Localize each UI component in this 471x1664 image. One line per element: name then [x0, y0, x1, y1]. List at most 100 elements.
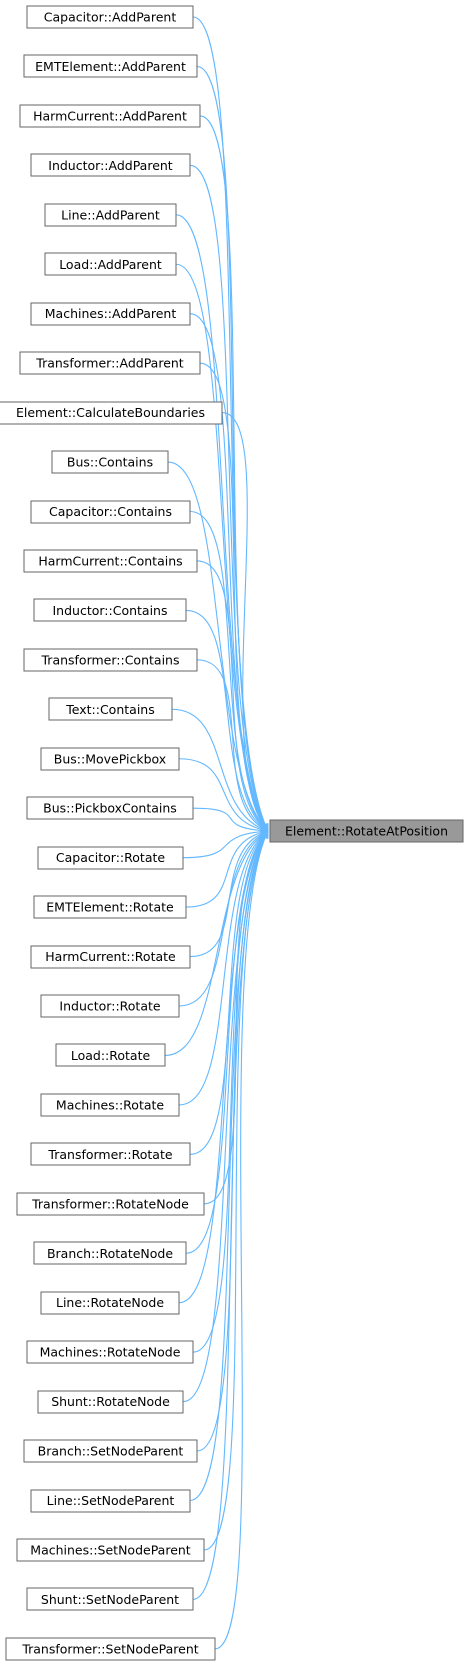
caller-node-box — [23, 54, 198, 78]
caller-node-label: Line::RotateNode — [56, 1295, 164, 1310]
caller-node-branch-setnodeparent[interactable]: Branch::SetNodeParent — [23, 1439, 198, 1463]
caller-node-box — [44, 203, 177, 227]
caller-node-label: Transformer::SetNodeParent — [21, 1641, 198, 1656]
caller-node-box — [19, 104, 201, 128]
edge-load-rotate — [164, 830, 269, 1056]
caller-node-box — [30, 1142, 191, 1166]
caller-node-label: Element::CalculateBoundaries — [16, 405, 205, 420]
caller-node-text-contains[interactable]: Text::Contains — [48, 697, 173, 721]
caller-node-load-rotate[interactable]: Load::Rotate — [55, 1043, 166, 1067]
caller-node-transformer-rotatenode[interactable]: Transformer::RotateNode — [16, 1192, 205, 1216]
caller-node-label: Machines::Rotate — [56, 1097, 164, 1112]
caller-node-label: HarmCurrent::Rotate — [45, 949, 176, 964]
edge-bus-movepickbox — [178, 758, 269, 834]
caller-node-machines-rotate[interactable]: Machines::Rotate — [40, 1093, 180, 1117]
caller-node-box — [40, 1291, 180, 1315]
caller-node-emtelement-addparent[interactable]: EMTElement::AddParent — [23, 54, 198, 78]
caller-node-box — [23, 549, 198, 573]
caller-node-label: Shunt::RotateNode — [51, 1394, 170, 1409]
caller-node-box — [51, 450, 169, 474]
caller-node-transformer-addparent[interactable]: Transformer::AddParent — [19, 351, 201, 375]
edge-bus-pickboxcontains — [192, 807, 269, 835]
caller-node-transformer-contains[interactable]: Transformer::Contains — [23, 648, 198, 672]
edge-element-calculateboundaries — [221, 412, 269, 832]
caller-node-label: Load::AddParent — [59, 257, 162, 272]
caller-node-label: Text::Contains — [65, 702, 154, 717]
caller-node-box — [16, 1538, 205, 1562]
caller-node-shunt-rotatenode[interactable]: Shunt::RotateNode — [37, 1390, 184, 1414]
caller-node-inductor-addparent[interactable]: Inductor::AddParent — [30, 153, 191, 177]
caller-node-label: HarmCurrent::AddParent — [33, 108, 187, 123]
caller-node-machines-setnodeparent[interactable]: Machines::SetNodeParent — [16, 1538, 205, 1562]
caller-node-element-calculateboundaries[interactable]: Element::CalculateBoundaries — [0, 401, 223, 425]
edge-transformer-setnodeparent — [214, 830, 269, 1650]
caller-node-label: Machines::SetNodeParent — [30, 1542, 191, 1557]
caller-node-capacitor-contains[interactable]: Capacitor::Contains — [30, 500, 191, 524]
caller-node-box — [16, 1192, 205, 1216]
caller-node-inductor-contains[interactable]: Inductor::Contains — [33, 598, 187, 622]
target-node-label: Element::RotateAtPosition — [285, 824, 448, 839]
edge-machines-rotate — [178, 830, 269, 1106]
caller-node-box — [30, 1489, 191, 1513]
caller-node-machines-rotatenode[interactable]: Machines::RotateNode — [26, 1340, 194, 1364]
caller-node-machines-addparent[interactable]: Machines::AddParent — [30, 302, 191, 326]
caller-node-label: Load::Rotate — [71, 1048, 151, 1063]
caller-node-label: Branch::SetNodeParent — [38, 1444, 184, 1459]
caller-node-label: Machines::RotateNode — [40, 1345, 181, 1360]
caller-node-harmcurrent-addparent[interactable]: HarmCurrent::AddParent — [19, 104, 201, 128]
caller-node-box — [40, 747, 180, 771]
caller-node-label: EMTElement::Rotate — [46, 900, 174, 915]
edge-load-addparent — [175, 263, 269, 832]
caller-node-harmcurrent-rotate[interactable]: HarmCurrent::Rotate — [30, 945, 191, 969]
caller-node-bus-pickboxcontains[interactable]: Bus::PickboxContains — [26, 796, 194, 820]
caller-node-line-rotatenode[interactable]: Line::RotateNode — [40, 1291, 180, 1315]
target-node-box — [269, 819, 464, 843]
caller-node-box — [30, 500, 191, 524]
caller-node-capacitor-addparent[interactable]: Capacitor::AddParent — [26, 5, 194, 29]
caller-node-label: Line::AddParent — [61, 207, 160, 222]
caller-nodes: Capacitor::AddParentEMTElement::AddParen… — [0, 5, 223, 1661]
caller-node-label: Line::SetNodeParent — [47, 1493, 175, 1508]
caller-node-label: Inductor::Rotate — [59, 999, 160, 1014]
caller-node-label: Transformer::Contains — [41, 652, 180, 667]
caller-node-transformer-rotate[interactable]: Transformer::Rotate — [30, 1142, 191, 1166]
caller-node-line-setnodeparent[interactable]: Line::SetNodeParent — [30, 1489, 191, 1513]
caller-node-box — [55, 1043, 166, 1067]
caller-node-box — [40, 994, 180, 1018]
caller-node-box — [23, 648, 198, 672]
caller-node-harmcurrent-contains[interactable]: HarmCurrent::Contains — [23, 549, 198, 573]
caller-node-box — [30, 153, 191, 177]
caller-node-box — [26, 796, 194, 820]
caller-node-label: Transformer::RotateNode — [31, 1196, 189, 1211]
caller-node-label: Bus::MovePickbox — [54, 751, 166, 766]
caller-node-shunt-setnodeparent[interactable]: Shunt::SetNodeParent — [26, 1587, 194, 1611]
caller-node-box — [37, 846, 184, 870]
caller-node-label: Branch::RotateNode — [47, 1246, 173, 1261]
caller-node-capacitor-rotate[interactable]: Capacitor::Rotate — [37, 846, 184, 870]
caller-node-box — [33, 895, 187, 919]
caller-node-bus-movepickbox[interactable]: Bus::MovePickbox — [40, 747, 180, 771]
edge-capacitor-rotate — [182, 827, 269, 859]
call-edges — [164, 16, 269, 1650]
caller-node-label: HarmCurrent::Contains — [38, 553, 182, 568]
target-node[interactable]: Element::RotateAtPosition — [269, 819, 464, 843]
caller-node-transformer-setnodeparent[interactable]: Transformer::SetNodeParent — [5, 1637, 216, 1661]
caller-node-emtelement-rotate[interactable]: EMTElement::Rotate — [33, 895, 187, 919]
caller-node-box — [23, 1439, 198, 1463]
caller-node-box — [33, 1241, 187, 1265]
edge-inductor-rotate — [178, 830, 269, 1007]
caller-node-bus-contains[interactable]: Bus::Contains — [51, 450, 169, 474]
edge-text-contains — [171, 708, 269, 833]
caller-node-box — [26, 1340, 194, 1364]
caller-node-branch-rotatenode[interactable]: Branch::RotateNode — [33, 1241, 187, 1265]
caller-node-inductor-rotate[interactable]: Inductor::Rotate — [40, 994, 180, 1018]
caller-node-box — [30, 302, 191, 326]
caller-node-box — [37, 1390, 184, 1414]
edge-branch-rotatenode — [185, 830, 269, 1254]
caller-node-label: Machines::AddParent — [45, 306, 177, 321]
caller-node-label: EMTElement::AddParent — [35, 59, 186, 74]
caller-node-line-addparent[interactable]: Line::AddParent — [44, 203, 177, 227]
edge-emtelement-rotate — [185, 828, 269, 908]
caller-node-load-addparent[interactable]: Load::AddParent — [44, 252, 177, 276]
caller-node-box — [26, 5, 194, 29]
